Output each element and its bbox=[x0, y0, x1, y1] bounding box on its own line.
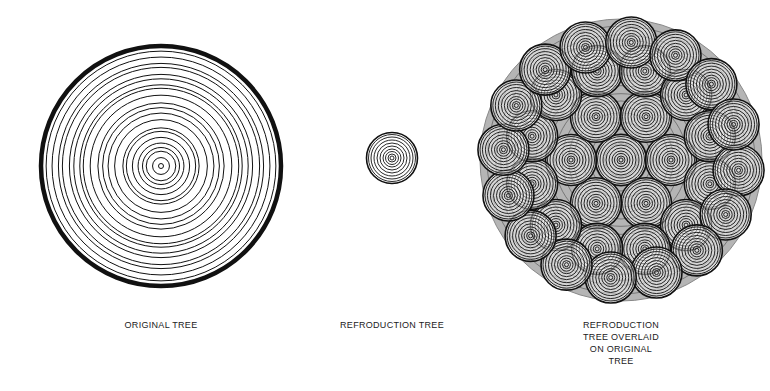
reproduction-tree bbox=[478, 124, 529, 175]
tree-ring bbox=[98, 103, 224, 229]
figure-caption: ORIGINAL TREE bbox=[91, 319, 231, 331]
tree-ring bbox=[115, 120, 208, 213]
figure-caption: REFRODUCTION TREE OVERLAID ON ORIGINAL T… bbox=[578, 319, 664, 367]
tree-ring bbox=[142, 147, 179, 184]
reproduction-tree bbox=[606, 17, 657, 68]
tree-ring bbox=[52, 57, 270, 275]
tree-ring bbox=[108, 113, 214, 219]
reproduction-tree bbox=[631, 247, 682, 298]
tree-ring bbox=[90, 95, 232, 237]
tree-ring bbox=[126, 131, 195, 200]
reproduction-tree bbox=[585, 252, 636, 303]
tree-ring bbox=[83, 88, 238, 243]
tree-ring bbox=[62, 67, 259, 264]
reproduction-tree bbox=[560, 22, 611, 73]
tree-ring bbox=[74, 79, 248, 253]
tree-ring bbox=[132, 137, 189, 194]
reproduction-tree bbox=[483, 170, 534, 221]
tree-ring bbox=[123, 128, 199, 204]
tree-ring bbox=[159, 164, 164, 169]
tree-ring bbox=[153, 158, 170, 175]
figure-caption: REFRODUCTION TREE bbox=[322, 319, 462, 331]
reproduction-tree bbox=[708, 99, 759, 150]
tree-ring bbox=[46, 51, 276, 281]
reproduction-tree bbox=[367, 133, 418, 184]
reproduction-tree bbox=[713, 145, 764, 196]
reproduction-tree bbox=[596, 135, 647, 186]
tree-ring bbox=[138, 143, 184, 189]
tree-ring bbox=[58, 63, 263, 268]
tree-ring bbox=[80, 85, 242, 247]
tree-ring bbox=[69, 74, 252, 257]
tree-ring bbox=[146, 151, 176, 181]
overlay-tree bbox=[478, 17, 764, 303]
tree-ring bbox=[103, 108, 220, 225]
original-tree bbox=[41, 46, 281, 286]
